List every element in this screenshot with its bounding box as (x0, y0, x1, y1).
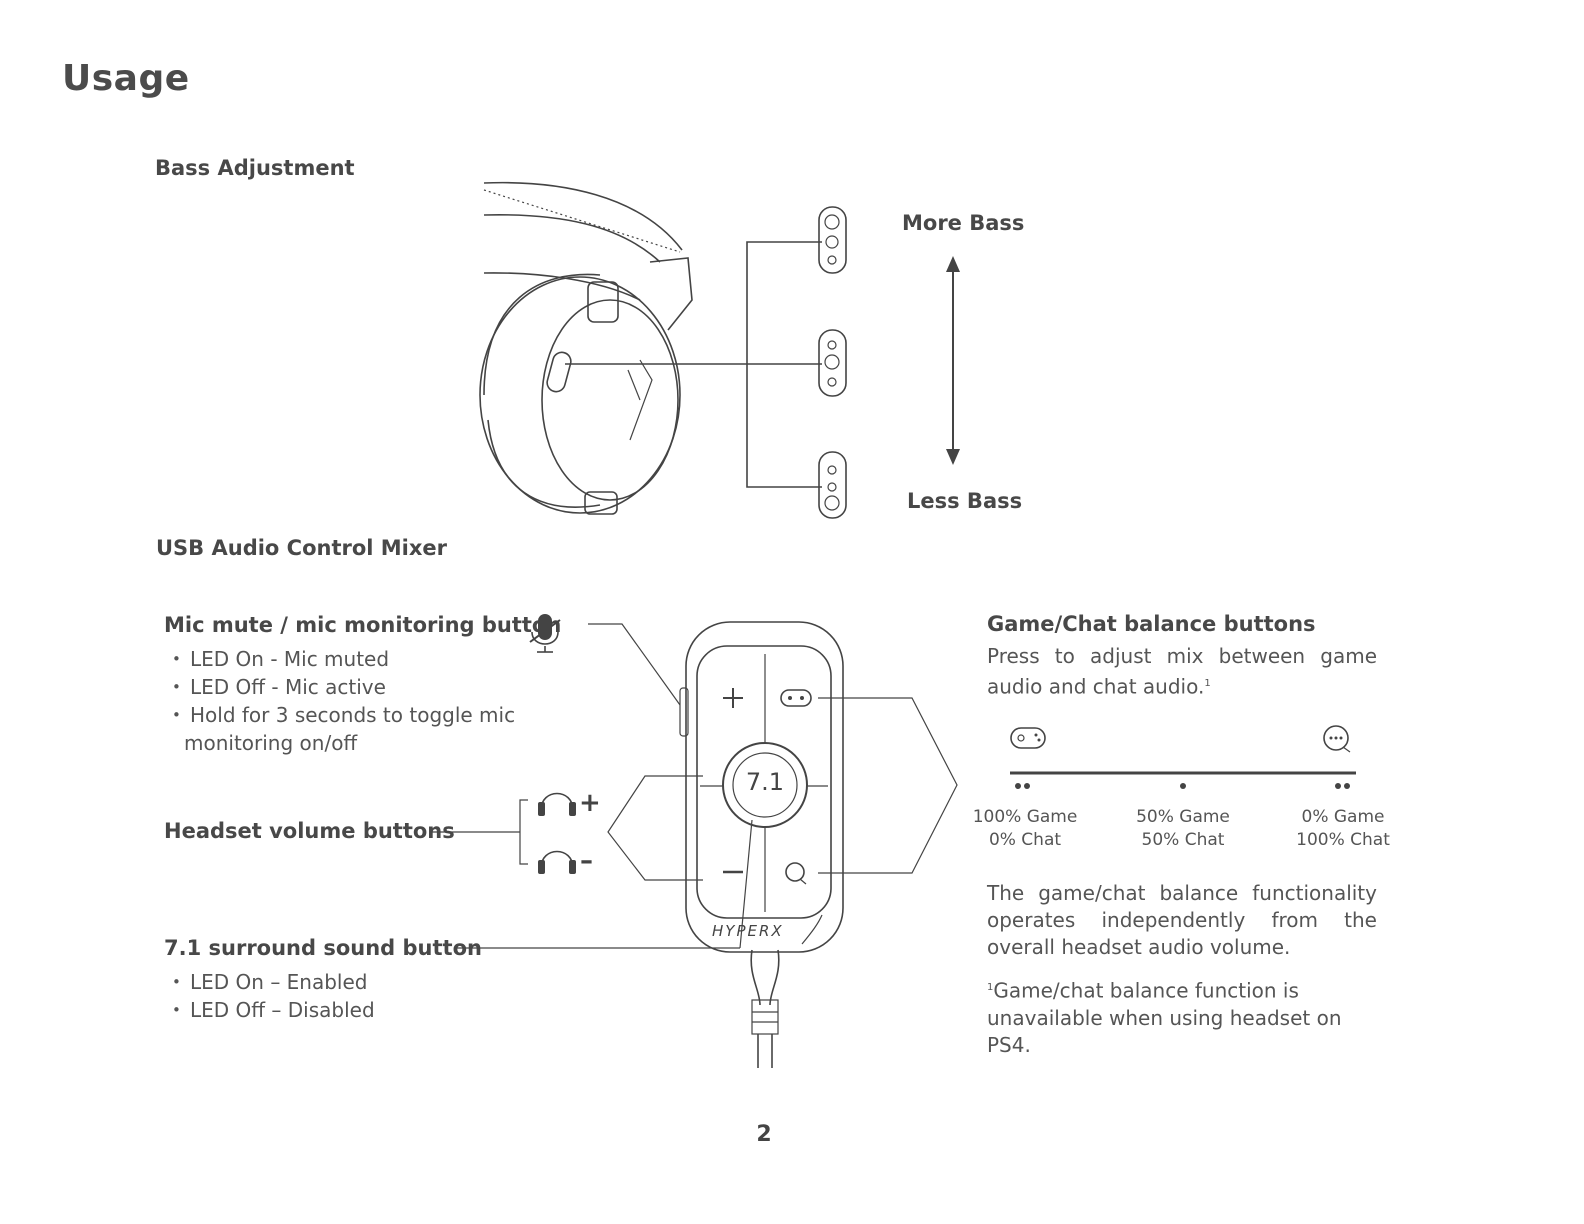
list-item: LED On – Enabled (166, 968, 466, 996)
volume-minus-label: – (580, 846, 593, 876)
footnote-mark: 1 (987, 982, 994, 993)
bass-section-title: Bass Adjustment (155, 156, 355, 180)
audio-control-mixer (679, 621, 844, 1068)
gamepad-icon (1010, 727, 1046, 749)
headphone-icon (538, 850, 576, 874)
page-number: 2 (756, 1122, 772, 1147)
headset-illustration (479, 181, 693, 515)
brand-logo: HYPERX (712, 922, 784, 940)
list-item: LED On - Mic muted (166, 645, 526, 673)
surround-button-title: 7.1 surround sound button (164, 936, 482, 960)
volume-buttons-title: Headset volume buttons (164, 819, 455, 843)
list-item: LED Off – Disabled (166, 996, 466, 1024)
volume-plus-label: + (579, 788, 601, 818)
level-chat: 50% Chat (1141, 830, 1225, 850)
level-game: 0% Game (1301, 807, 1385, 827)
less-bass-label: Less Bass (907, 489, 1023, 513)
balance-footnote-text: Game/chat balance function is unavailabl… (987, 978, 1342, 1057)
bass-slider-high (818, 206, 847, 274)
balance-slider (1010, 771, 1356, 789)
level-game: 50% Game (1136, 807, 1230, 827)
surround-button: 7.1 (745, 768, 785, 796)
bass-arrow (946, 256, 960, 465)
more-bass-label: More Bass (902, 211, 1025, 235)
headphone-icon (538, 792, 576, 816)
balance-description: Press to adjust mix between game audio a… (987, 643, 1377, 701)
bass-slider-mid (818, 329, 847, 397)
level-chat: 100% Chat (1296, 830, 1390, 850)
footnote-mark: 1 (1204, 678, 1211, 689)
balance-description-text: Press to adjust mix between game audio a… (987, 644, 1377, 699)
chat-bubble-icon (785, 862, 807, 885)
list-item: monitoring on/off (184, 731, 358, 755)
mic-button-bullets: LED On - Mic muted LED Off - Mic active … (166, 645, 526, 757)
chat-bubble-icon (1323, 725, 1351, 753)
gamepad-icon (780, 689, 812, 707)
balance-note: The game/chat balance functionality oper… (987, 881, 1377, 959)
balance-level-right: 0% Game 100% Chat (1283, 806, 1403, 852)
balance-level-middle: 50% Game 50% Chat (1123, 806, 1243, 852)
mic-button-title: Mic mute / mic monitoring button (164, 613, 562, 637)
mic-icon (529, 614, 561, 653)
volume-up-button (723, 688, 743, 708)
balance-level-left: 100% Game 0% Chat (965, 806, 1085, 852)
level-game: 100% Game (972, 807, 1078, 827)
list-item: LED Off - Mic active (166, 673, 526, 701)
list-item: Hold for 3 seconds to toggle mic (166, 701, 526, 729)
mixer-section-title: USB Audio Control Mixer (156, 536, 448, 560)
bass-slider-low (818, 451, 847, 519)
level-chat: 0% Chat (988, 830, 1062, 850)
page-title: Usage (62, 58, 190, 99)
balance-buttons-title: Game/Chat balance buttons (987, 612, 1316, 636)
surround-button-bullets: LED On – Enabled LED Off – Disabled (166, 968, 466, 1024)
balance-footnote: 1Game/chat balance function is unavailab… (987, 974, 1377, 1059)
